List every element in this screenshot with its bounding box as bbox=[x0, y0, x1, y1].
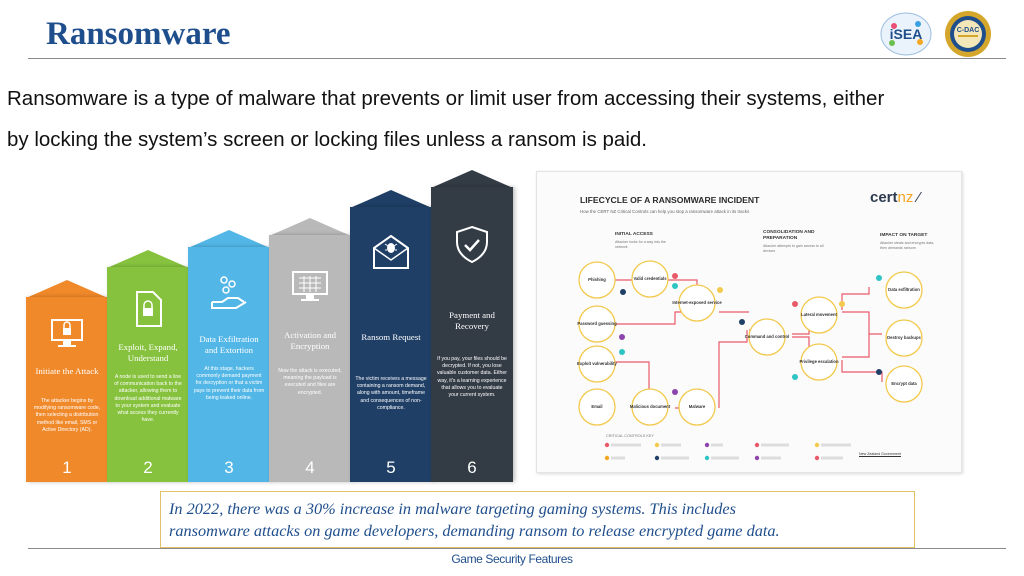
stage-6-desc: If you pay, your files should be decrypt… bbox=[436, 356, 508, 399]
stage-4-number: 4 bbox=[305, 458, 315, 477]
node-data-exfiltration: Data exfiltration bbox=[888, 287, 920, 292]
stage-2-desc: A node is used to send a line of communi… bbox=[114, 374, 182, 424]
footer-divider bbox=[28, 548, 1006, 549]
node-destroy-backups: Destroy backups bbox=[887, 335, 921, 340]
title-divider bbox=[28, 58, 1006, 59]
nz-government-link: New Zealand Government bbox=[859, 452, 901, 456]
stage-2-number: 2 bbox=[143, 458, 153, 477]
stage-4-title: Activation and Encryption bbox=[283, 330, 337, 351]
stage-2-title: Exploit, Expand, Understand bbox=[118, 342, 178, 363]
stage-3-desc: At this stage, hackers commonly demand p… bbox=[193, 366, 265, 401]
node-email: Email bbox=[591, 404, 602, 409]
phase-impact-desc: Attacker steals and encrypts data, then … bbox=[880, 241, 935, 250]
phase-initial-access: INITIAL ACCESS bbox=[615, 232, 653, 237]
hand-coins-icon bbox=[211, 276, 247, 309]
node-phishing: Phishing bbox=[588, 277, 606, 282]
phase-consolidation: CONSOLIDATION AND PREPARATION bbox=[763, 230, 815, 241]
stage-3-number: 3 bbox=[224, 458, 234, 477]
critical-controls-key: CRITICAL CONTROLS KEY bbox=[606, 434, 654, 438]
envelope-bug-icon bbox=[373, 234, 409, 269]
node-valid-credentials: Valid credentials bbox=[633, 276, 667, 281]
definition-line-2: by locking the system’s screen or lockin… bbox=[7, 128, 647, 151]
node-privilege-escalation: Privilege escalation bbox=[799, 359, 839, 364]
footer-text: Game Security Features bbox=[451, 552, 573, 566]
node-malicious-document: Malicious document bbox=[630, 404, 671, 409]
stage-5-number: 5 bbox=[386, 458, 396, 477]
lifecycle-diagram: LIFECYCLE OF A RANSOMWARE INCIDENT How t… bbox=[536, 171, 962, 473]
phase-initial-access-desc: Attacker looks for a way into the networ… bbox=[615, 240, 666, 249]
statistic-line-2: ransomware attacks on game developers, d… bbox=[169, 521, 780, 540]
lifecycle-title: LIFECYCLE OF A RANSOMWARE INCIDENT bbox=[580, 195, 760, 205]
stage-1: Initiate the Attack The attacker begins … bbox=[26, 280, 108, 482]
stage-3: Data Exfiltration and Extortion At this … bbox=[188, 230, 270, 482]
stage-1-title: Initiate the Attack bbox=[35, 366, 99, 376]
statistic-callout: In 2022, there was a 30% increase in mal… bbox=[160, 491, 915, 548]
svg-text:C-DAC: C-DAC bbox=[957, 27, 980, 34]
stage-5-title: Ransom Request bbox=[361, 332, 421, 342]
stage-6: Payment and Recovery If you pay, your fi… bbox=[431, 170, 513, 482]
node-lateral-movement: Lateral movement bbox=[801, 312, 837, 317]
stage-2: Exploit, Expand, Understand A node is us… bbox=[107, 250, 189, 482]
shield-check-icon bbox=[456, 225, 488, 264]
phase-impact: IMPACT ON TARGET bbox=[880, 233, 928, 238]
node-internet-exposed: Internet-exposed service bbox=[672, 300, 722, 305]
stage-1-desc: The attacker begins by modifying ransomw… bbox=[33, 398, 101, 433]
stage-6-number: 6 bbox=[467, 458, 477, 477]
cdac-logo: C-DAC bbox=[945, 11, 991, 57]
stage-3-title: Data Exfiltration and Extortion bbox=[199, 334, 259, 355]
node-password-guessing: Password guessing bbox=[577, 321, 617, 326]
stage-5-desc: The victim receives a message containing… bbox=[355, 376, 427, 411]
ransomware-stages-infographic: Initiate the Attack The attacker begins … bbox=[26, 170, 514, 482]
document-lock-icon bbox=[136, 291, 162, 327]
statistic-line-1: In 2022, there was a 30% increase in mal… bbox=[169, 499, 736, 518]
definition-paragraph: Ransomware is a type of malware that pre… bbox=[7, 78, 1019, 160]
node-exploit-vulnerability: Exploit vulnerability bbox=[577, 361, 617, 366]
node-encrypt-data: Encrypt data bbox=[891, 381, 917, 386]
svg-text:iSEA: iSEA bbox=[890, 26, 923, 42]
stage-1-number: 1 bbox=[62, 458, 72, 477]
lifecycle-flow: Phishing Valid credentials Internet-expo… bbox=[577, 260, 923, 461]
slide-title: Ransomware bbox=[46, 16, 231, 52]
certnz-logo: certnz ⁄ bbox=[870, 189, 921, 206]
computer-lock-icon bbox=[51, 319, 83, 347]
monitor-grid-icon bbox=[292, 271, 328, 301]
stage-5: Ransom Request The victim receives a mes… bbox=[350, 190, 432, 482]
definition-line-1: Ransomware is a type of malware that pre… bbox=[7, 87, 885, 110]
stage-6-title: Payment and Recovery bbox=[449, 310, 495, 331]
lifecycle-subtitle: How the CERT NZ Critical Controls can he… bbox=[580, 209, 750, 214]
stage-4: Activation and Encryption Now the attack… bbox=[269, 218, 351, 482]
stage-4-desc: Now the attack is executed, meaning the … bbox=[278, 368, 342, 396]
phase-consolidation-desc: Attacker attempts to gain access to all … bbox=[763, 244, 824, 253]
node-malware: Malware bbox=[689, 404, 706, 409]
node-command-control: Command and control bbox=[745, 334, 789, 339]
isea-logo: iSEA bbox=[880, 12, 932, 56]
